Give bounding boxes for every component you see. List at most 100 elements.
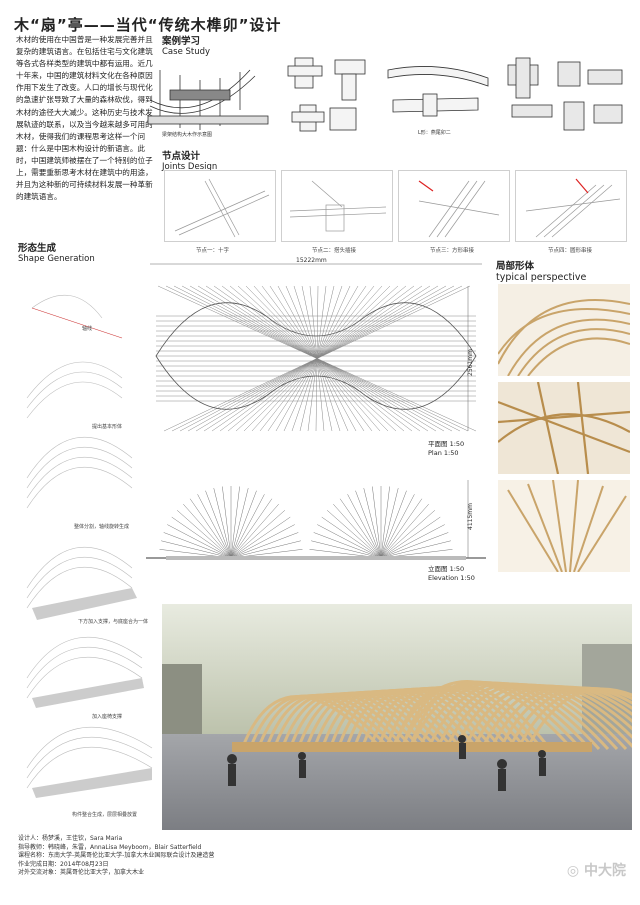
- credit-date: 作业完成日期：2014年08月23日: [18, 860, 109, 868]
- elevation-rib-line: [355, 490, 382, 559]
- case-study-joint-drawing-a: [280, 50, 375, 140]
- credit-course: 课程名称：东南大学-英属哥伦比亚大学-加拿大木业国际联合设计及建造营: [18, 852, 215, 860]
- joint-panel-1: [164, 170, 276, 242]
- elevation-rib-line: [347, 494, 382, 559]
- case-study-joint-drawing-b: L形：燕尾卯二: [378, 50, 496, 140]
- elevation-rib-line: [230, 532, 299, 559]
- elevation-rib-line: [339, 498, 382, 559]
- joints-title-cn: 节点设计: [162, 151, 201, 162]
- watermark: ◎ 中大院: [567, 860, 626, 880]
- elevation-rib-line: [230, 498, 273, 559]
- shape-note-2: 提出基本形体: [92, 423, 122, 430]
- elevation-drawing: 4115mm: [146, 470, 486, 570]
- elevation-rib-line: [380, 490, 407, 559]
- elevation-rib-line: [380, 532, 449, 559]
- plan-height-dimension: 2561mm: [467, 349, 474, 376]
- shape-note-1: 轴线: [82, 325, 92, 332]
- elevation-rib-line: [230, 510, 286, 559]
- case-caption-3: L形：燕尾卯二: [418, 129, 451, 136]
- shape-note-4: 下方加入支撑，与底座合为一体: [78, 618, 148, 625]
- render-photo: [162, 604, 632, 830]
- elevation-rib-line: [380, 486, 390, 559]
- elevation-rib-line: [317, 524, 382, 559]
- elevation-rib-line: [205, 490, 232, 559]
- elevation-rib-line: [380, 498, 423, 559]
- elevation-label-en: Elevation 1:50: [428, 574, 475, 582]
- joint-panel-4: [515, 170, 627, 242]
- elevation-rib-line: [321, 516, 382, 559]
- plan-label-cn: 平面图 1:50: [428, 440, 465, 448]
- intro-paragraph: 木材的使用在中国曾是一种发展完善并且复杂的建筑语言。在包括住宅与文化建筑等各式各…: [16, 35, 153, 202]
- elevation-rib-line: [189, 498, 232, 559]
- elevation-rib-line: [311, 540, 382, 559]
- case-study-title-cn: 案例学习: [162, 36, 201, 47]
- elevation-label: 立面图 1:50 Elevation 1:50: [428, 565, 475, 583]
- shape-generation-title-cn: 形态生成: [18, 243, 57, 254]
- elevation-rib-line: [230, 503, 279, 559]
- perspective-title-cn: 局部形体: [496, 261, 535, 272]
- plan-member-line: [163, 285, 471, 432]
- elevation-rib-line: [197, 494, 232, 559]
- plan-label: 平面图 1:50 Plan 1:50: [428, 440, 464, 458]
- perspective-heading: 局部形体 typical perspective: [496, 258, 586, 283]
- elevation-rib-line: [230, 488, 249, 559]
- shape-generation-sequence: 轴线 提出基本形体 整体分割，轴线旋转生成 下方加入支撑，与底座合为一体 加入座…: [12, 268, 157, 828]
- shape-note-6: 构件整合生成，层层相叠放置: [72, 811, 137, 818]
- elevation-rib-line: [363, 488, 382, 559]
- poster-title: 木“扇”亭——当代“传统木榫卯”设计: [14, 16, 282, 34]
- credits-block: 设计人：杨梦溪，王佳钦，Sara Maria 指导教师：韩晓峰，朱雷，AnnaL…: [18, 835, 214, 878]
- elevation-rib-line: [230, 494, 265, 559]
- case-study-joint-drawing-c: [498, 50, 634, 140]
- perspective-image-1: [498, 284, 630, 376]
- elevation-rib-line: [176, 510, 232, 559]
- case-study-bracket-drawing: 梁架结构大木作示意图: [140, 50, 275, 140]
- credit-advisors: 指导教师：韩晓峰，朱雷，AnnaLisa Meyboom，Blair Satte…: [18, 843, 202, 851]
- elevation-rib-line: [313, 532, 382, 559]
- elevation-rib-line: [380, 503, 429, 559]
- wechat-icon: ◎: [566, 863, 584, 879]
- credit-partners: 对外交流对象：英属哥伦比亚大学，加拿大木业: [18, 869, 145, 877]
- joints-title-en: Joints Design: [162, 162, 218, 172]
- elevation-rib-line: [167, 524, 232, 559]
- perspective-image-3: [498, 480, 630, 572]
- joint-label-3: 节点三：方形串接: [430, 248, 475, 254]
- elevation-rib-line: [213, 488, 232, 559]
- joint-panel-2: [281, 170, 393, 242]
- elevation-rib-line: [380, 540, 451, 559]
- shape-note-3: 整体分割，轴线旋转生成: [74, 523, 129, 530]
- perspective-title-en: typical perspective: [496, 272, 587, 283]
- shape-generation-title-en: Shape Generation: [18, 254, 95, 264]
- joint-label-1: 节点一：十字: [196, 248, 230, 254]
- elevation-rib-line: [222, 486, 232, 559]
- elevation-rib-line: [230, 516, 291, 559]
- elevation-rib-line: [372, 486, 382, 559]
- plan-drawing: 15222mm 2561mm: [146, 256, 486, 456]
- perspective-image-2: [498, 382, 630, 474]
- elevation-rib-line: [230, 486, 240, 559]
- elevation-rib-line: [230, 524, 295, 559]
- joints-heading: 节点设计 Joints Design: [162, 148, 217, 172]
- elevation-rib-line: [171, 516, 232, 559]
- plan-width-dimension: 15222mm: [296, 257, 327, 264]
- elevation-rib-line: [326, 510, 382, 559]
- elevation-rib-line: [183, 503, 232, 559]
- elevation-rib-line: [163, 532, 232, 559]
- case-caption-1: 梁架结构大木作示意图: [162, 131, 212, 138]
- joint-label-4: 节点四：圆形串接: [548, 248, 593, 254]
- joint-label-2: 节点二：搭头插接: [312, 248, 357, 254]
- elevation-rib-line: [380, 494, 415, 559]
- shape-generation-heading: 形态生成 Shape Generation: [18, 240, 95, 264]
- elevation-rib-line: [161, 540, 232, 559]
- case-study-heading: 案例学习 Case Study: [162, 33, 210, 57]
- pavilion-rib: [525, 687, 632, 750]
- elevation-rib-line: [380, 510, 436, 559]
- plan-label-en: Plan 1:50: [428, 449, 459, 457]
- shape-note-5: 加入座椅支撑: [92, 713, 122, 720]
- elevation-rib-line: [380, 516, 441, 559]
- joint-panel-3: [398, 170, 510, 242]
- watermark-text: 中大院: [584, 863, 626, 879]
- elevation-rib-line: [380, 524, 445, 559]
- elevation-rib-line: [333, 503, 382, 559]
- credit-designers: 设计人：杨梦溪，王佳钦，Sara Maria: [18, 835, 123, 842]
- elevation-rib-line: [230, 540, 301, 559]
